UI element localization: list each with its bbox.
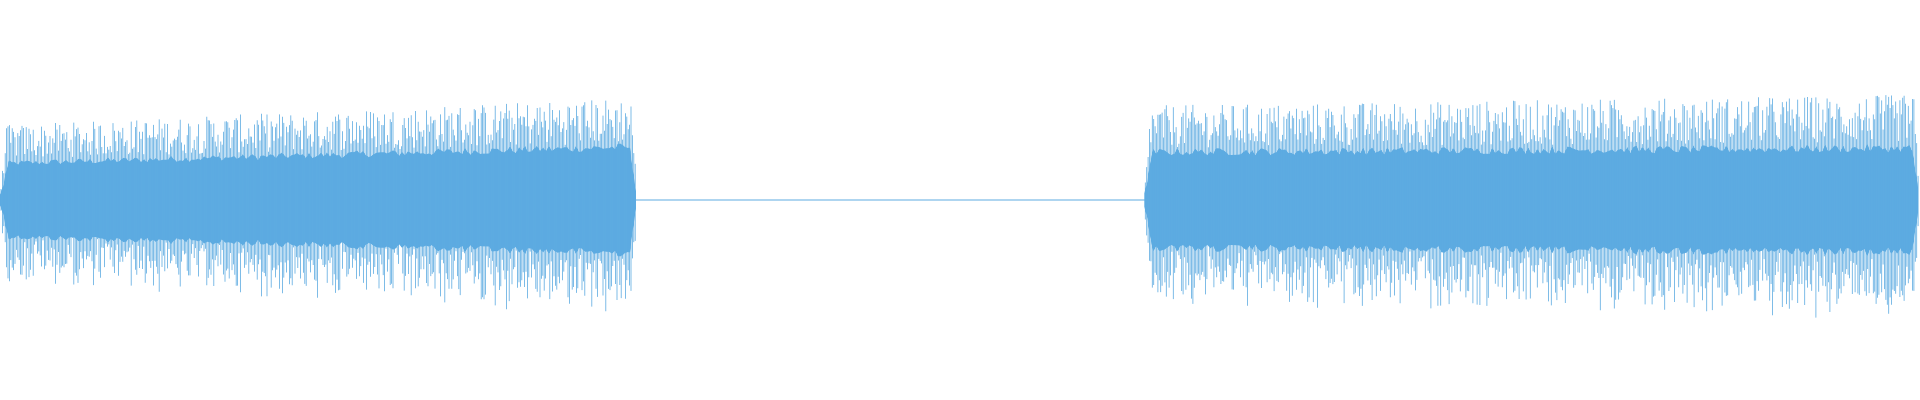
waveform-spikes xyxy=(0,95,1919,318)
